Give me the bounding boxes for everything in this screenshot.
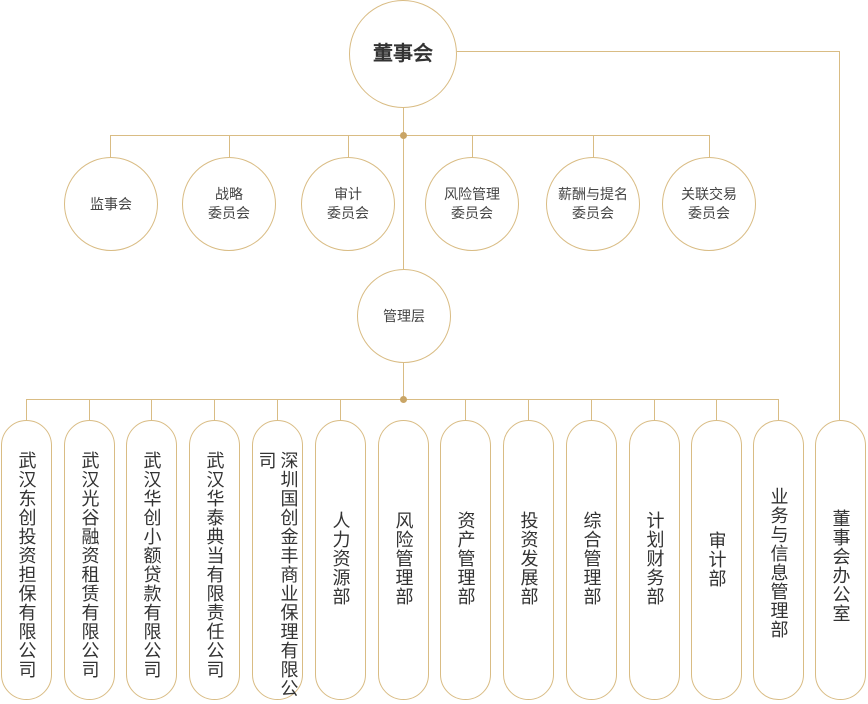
department-label: 武汉光谷融资租赁有限公司 (79, 451, 100, 679)
committee-label: 风险管理 (444, 186, 500, 202)
management-label: 管理层 (383, 307, 425, 324)
department-label: 武汉东创投资担保有限公司 (16, 451, 37, 679)
committee-node: 审计委员会 (301, 157, 395, 251)
connector (277, 399, 278, 420)
junction-dot (400, 396, 407, 403)
connector (778, 399, 779, 420)
department-node: 人力资源部 (315, 420, 366, 700)
committee-label: 薪酬与提名 (558, 186, 628, 202)
department-node: 资产管理部 (440, 420, 491, 700)
department-label: 风险管理部 (393, 511, 414, 606)
connector (654, 399, 655, 420)
committee-label: 关联交易 (681, 186, 737, 202)
department-label: 审计部 (706, 531, 727, 588)
connector (528, 399, 529, 420)
connector (110, 135, 111, 157)
committee-label: 战略 (215, 186, 243, 202)
connector (89, 399, 90, 420)
department-label: 武汉华创小额贷款有限公司 (141, 451, 162, 679)
connector (403, 107, 404, 269)
committee-label: 审计 (334, 186, 362, 202)
connector (472, 135, 473, 157)
department-node: 风险管理部 (378, 420, 429, 700)
committee-node: 关联交易委员会 (662, 157, 756, 251)
committee-label-line2: 委员会 (688, 205, 730, 221)
connector (229, 135, 230, 157)
connector (403, 363, 404, 399)
department-label: 资产管理部 (455, 511, 476, 606)
committee-node: 风险管理委员会 (425, 157, 519, 251)
board-node: 董事会 (349, 0, 457, 108)
connector (348, 135, 349, 157)
department-node: 深圳国创金丰商业保理有限公司 (252, 420, 303, 700)
connector (457, 51, 840, 52)
department-label: 计划财务部 (644, 511, 665, 606)
connector (151, 399, 152, 420)
department-node: 武汉东创投资担保有限公司 (1, 420, 52, 700)
department-node: 综合管理部 (566, 420, 617, 700)
committee-label-line2: 委员会 (208, 205, 250, 221)
connector (716, 399, 717, 420)
connector (340, 399, 341, 420)
department-label: 武汉华泰典当有限责任公司 (204, 451, 225, 679)
department-label: 人力资源部 (330, 511, 351, 606)
department-node: 投资发展部 (503, 420, 554, 700)
department-label: 综合管理部 (581, 511, 602, 606)
management-node: 管理层 (357, 269, 451, 363)
department-label: 业务与信息管理部 (768, 487, 789, 639)
department-label: 深圳国创金丰商业保理有限公司 (256, 451, 299, 698)
department-node: 计划财务部 (629, 420, 680, 700)
committee-node: 薪酬与提名委员会 (546, 157, 640, 251)
committee-label-line2: 委员会 (572, 205, 614, 221)
connector (591, 399, 592, 420)
committee-label-line2: 委员会 (327, 205, 369, 221)
connector (839, 51, 840, 420)
committee-node: 监事会 (64, 157, 158, 251)
department-node: 审计部 (691, 420, 742, 700)
connector (465, 399, 466, 420)
connector (26, 399, 27, 420)
department-node: 武汉光谷融资租赁有限公司 (64, 420, 115, 700)
board-office-label: 董事会办公室 (830, 509, 851, 623)
committee-label: 监事会 (90, 195, 132, 212)
board-office-node: 董事会办公室 (815, 420, 866, 700)
connector (214, 399, 215, 420)
connector (709, 135, 710, 157)
board-label: 董事会 (373, 42, 433, 65)
department-node: 武汉华创小额贷款有限公司 (126, 420, 177, 700)
connector (593, 135, 594, 157)
department-label: 投资发展部 (518, 511, 539, 606)
committee-node: 战略委员会 (182, 157, 276, 251)
committee-label-line2: 委员会 (451, 205, 493, 221)
department-node: 业务与信息管理部 (753, 420, 804, 700)
department-node: 武汉华泰典当有限责任公司 (189, 420, 240, 700)
connector (110, 135, 710, 136)
junction-dot (400, 132, 407, 139)
